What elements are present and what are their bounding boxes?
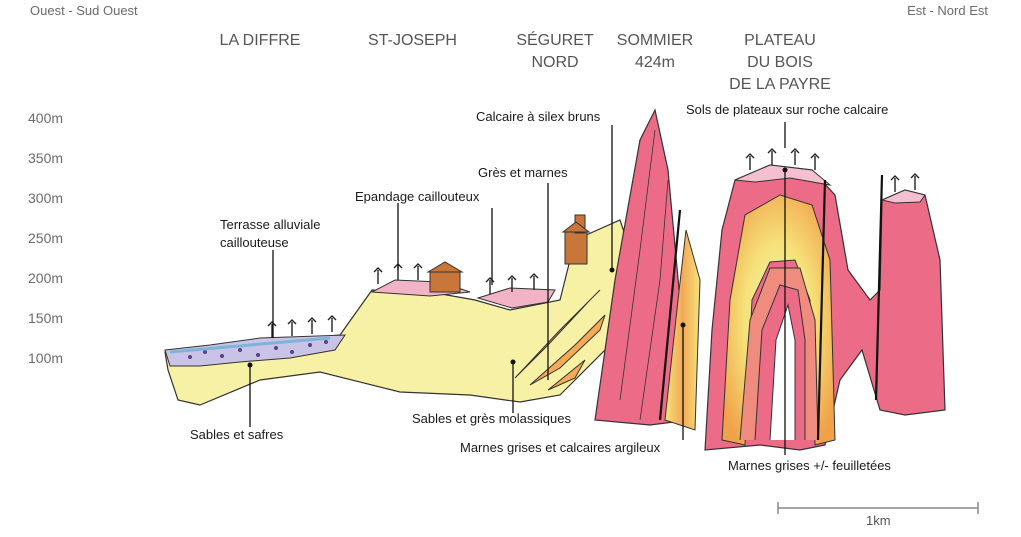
label-calcaire-silex: Calcaire à silex bruns — [476, 109, 601, 124]
altitude-200: 200m — [28, 270, 64, 286]
plateau-anticline — [721, 194, 836, 446]
altitude-350: 350m — [28, 150, 64, 166]
scale-bar — [777, 502, 979, 514]
scale-label: 1km — [866, 513, 891, 528]
label-sables-et-safres: Sables et safres — [190, 427, 284, 442]
label-sables-gres-molassiques: Sables et grès molassiques — [412, 411, 571, 426]
altitude-400: 400m — [28, 110, 64, 126]
label-sols-plateaux: Sols de plateaux sur roche calcaire — [686, 102, 889, 117]
altitude-150: 150m — [28, 310, 64, 326]
place-st-joseph: ST-JOSEPH — [368, 32, 457, 49]
altitude-100: 100m — [28, 350, 64, 366]
epandage-patch-2 — [476, 287, 556, 309]
altitude-300: 300m — [28, 190, 64, 206]
label-gres-marnes: Grès et marnes — [478, 165, 568, 180]
label-marnes-feuilletees: Marnes grises +/- feuilletées — [728, 458, 891, 473]
label-epandage: Epandage caillouteux — [355, 189, 480, 204]
altitude-250: 250m — [28, 230, 64, 246]
houses — [426, 214, 591, 293]
leader-lines — [249, 122, 786, 455]
terrasse-alluviale-layer — [164, 334, 346, 367]
orientation-left: Ouest - Sud Ouest — [30, 3, 138, 18]
place-la-diffre: LA DIFFRE — [219, 32, 301, 49]
label-marnes-grises-calcaires: Marnes grises et calcaires argileux — [460, 440, 661, 455]
orientation-right: Est - Nord Est — [907, 3, 988, 18]
terrasse-pebbles — [188, 340, 328, 359]
